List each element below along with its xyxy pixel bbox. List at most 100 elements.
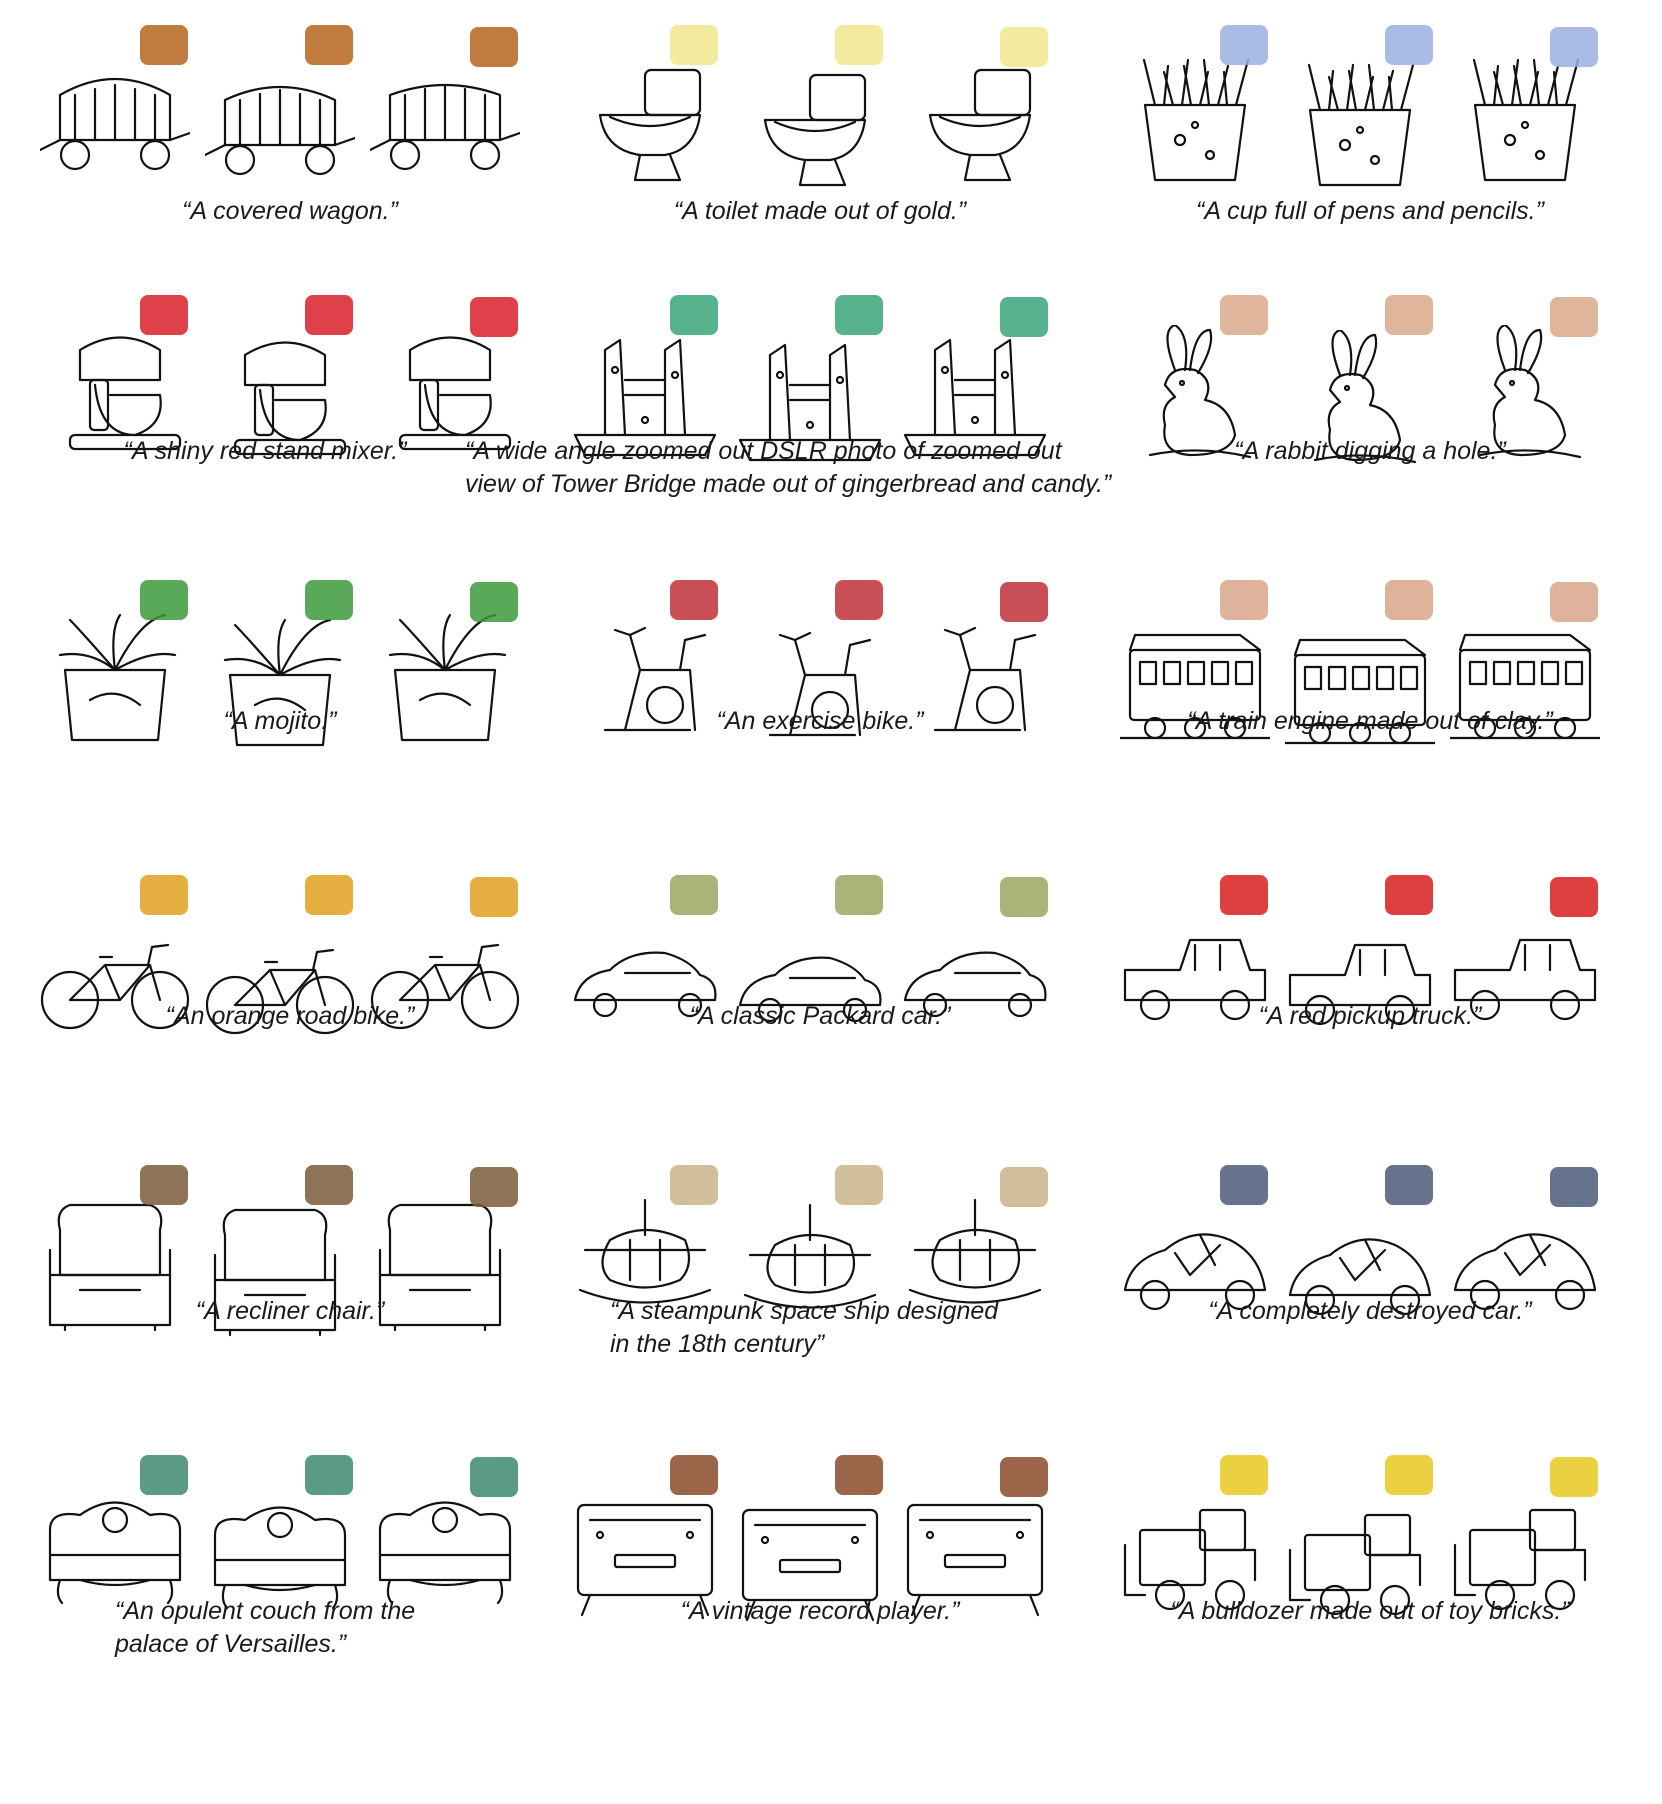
caption: “A shiny red stand mixer.” (123, 437, 407, 465)
render-thumbnail-3 (470, 582, 518, 622)
render-thumbnail-1 (670, 1455, 718, 1495)
sketch-view-1 (573, 951, 717, 1018)
render-thumbnail-1 (1220, 580, 1268, 620)
sketch-view-1 (40, 943, 190, 1030)
gallery-item-gold-toilet: “A toilet made out of gold.” (560, 20, 1080, 300)
sketch-view-3 (1453, 1508, 1587, 1611)
sketch-view-1 (578, 1198, 712, 1304)
sketch-view-3 (928, 68, 1032, 182)
sketch-view-1 (1123, 938, 1267, 1021)
gallery-item-clay-train: “A train engine made out of clay.” (1110, 575, 1630, 855)
sketch-views (560, 1450, 1080, 1650)
sketch-view-1 (48, 1501, 182, 1605)
caption: “A train engine made out of clay.” (1187, 707, 1553, 735)
sketch-views (30, 20, 550, 220)
render-thumbnail-2 (1385, 1165, 1433, 1205)
render-thumbnail-1 (670, 580, 718, 620)
render-thumbnail-3 (1550, 297, 1598, 337)
sketch-view-3 (1450, 633, 1600, 740)
sketch-view-2 (213, 1208, 337, 1337)
sketch-view-2 (763, 73, 867, 187)
render-thumbnail-1 (140, 295, 188, 335)
sketch-view-2 (743, 1203, 877, 1309)
sketch-views (1110, 20, 1630, 220)
render-thumbnail-1 (670, 875, 718, 915)
sketch-views (560, 290, 1080, 490)
render-thumbnail-3 (1550, 582, 1598, 622)
render-thumbnail-2 (305, 295, 353, 335)
render-thumbnail-1 (1220, 1455, 1268, 1495)
sketch-view-3 (370, 83, 520, 171)
gallery-item-road-bike: “An orange road bike.” (30, 870, 550, 1150)
render-thumbnail-2 (1385, 875, 1433, 915)
sketch-view-3 (906, 1503, 1044, 1617)
caption: “A bulldozer made out of toy bricks.” (1170, 1597, 1570, 1625)
sketch-view-3 (1478, 325, 1582, 459)
caption: “An exercise bike.” (716, 707, 924, 735)
render-thumbnail-2 (305, 1165, 353, 1205)
sketch-view-1 (1123, 1233, 1267, 1311)
gallery-item-record-player: “A vintage record player.” (560, 1450, 1080, 1730)
sketch-view-3 (903, 338, 1047, 457)
sketch-view-3 (1453, 1233, 1597, 1311)
gallery-item-toy-bulldozer: “A bulldozer made out of toy bricks.” (1110, 1450, 1630, 1730)
gallery-item-gingerbread-bridge: “A wide angle zoomed out DSLR photo of z… (465, 290, 1111, 570)
sketch-view-1 (40, 77, 190, 171)
render-thumbnail-3 (470, 1167, 518, 1207)
caption: “A cup full of pens and pencils.” (1196, 197, 1544, 225)
caption: “A recliner chair.” (195, 1297, 385, 1325)
render-thumbnail-3 (1000, 1167, 1048, 1207)
caption: “A covered wagon.” (182, 197, 398, 225)
gallery-item-stand-mixer: “A shiny red stand mixer.” (30, 290, 550, 570)
render-thumbnail-3 (1550, 1167, 1598, 1207)
render-thumbnail-3 (1000, 297, 1048, 337)
gallery-item-steampunk-ship: “A steampunk space ship designed in the … (560, 1160, 1080, 1440)
sketch-views (560, 20, 1080, 220)
sketch-views (30, 1160, 550, 1360)
sketch-view-1 (48, 1203, 172, 1332)
sketch-view-1 (58, 613, 177, 742)
render-thumbnail-1 (1220, 25, 1268, 65)
gallery-item-packard-car: “A classic Packard car.” (560, 870, 1080, 1150)
render-thumbnail-1 (670, 295, 718, 335)
render-thumbnail-2 (305, 1455, 353, 1495)
sketch-view-2 (741, 1508, 879, 1622)
sketch-view-3 (388, 613, 507, 742)
sketch-view-3 (398, 336, 512, 451)
render-thumbnail-2 (835, 25, 883, 65)
sketch-views (560, 870, 1080, 1070)
render-thumbnail-2 (1385, 1455, 1433, 1495)
render-thumbnail-3 (470, 1457, 518, 1497)
render-thumbnail-2 (1385, 25, 1433, 65)
caption: “A toilet made out of gold.” (673, 197, 967, 225)
sketch-views (1110, 870, 1630, 1070)
sketch-view-1 (68, 336, 182, 451)
sketch-view-1 (603, 626, 707, 732)
sketch-views (30, 1450, 550, 1650)
gallery-item-pickup-truck: “A red pickup truck.” (1110, 870, 1630, 1150)
render-thumbnail-2 (305, 580, 353, 620)
gallery-item-covered-wagon: “A covered wagon.” (30, 20, 550, 300)
gallery-item-rabbit: “A rabbit digging a hole.” (1110, 290, 1630, 570)
render-thumbnail-2 (1385, 580, 1433, 620)
render-thumbnail-1 (670, 1165, 718, 1205)
sketch-view-2 (1288, 1513, 1422, 1616)
sketch-view-1 (598, 68, 702, 182)
sketch-view-1 (1120, 633, 1270, 740)
render-thumbnail-3 (1000, 27, 1048, 67)
sketch-view-1 (1123, 1508, 1257, 1611)
sketch-views (30, 290, 550, 490)
render-thumbnail-1 (670, 25, 718, 65)
render-thumbnail-1 (1220, 295, 1268, 335)
caption: “A red pickup truck.” (1258, 1002, 1482, 1030)
render-thumbnail-2 (835, 875, 883, 915)
render-thumbnail-2 (835, 1165, 883, 1205)
sketch-view-2 (233, 341, 347, 456)
render-thumbnail-2 (1385, 295, 1433, 335)
sketch-view-3 (370, 943, 520, 1030)
sketch-view-3 (933, 626, 1037, 732)
gallery-item-mojito: “A mojito.” (30, 575, 550, 855)
render-thumbnail-3 (470, 27, 518, 67)
sketch-views (560, 1160, 1080, 1360)
